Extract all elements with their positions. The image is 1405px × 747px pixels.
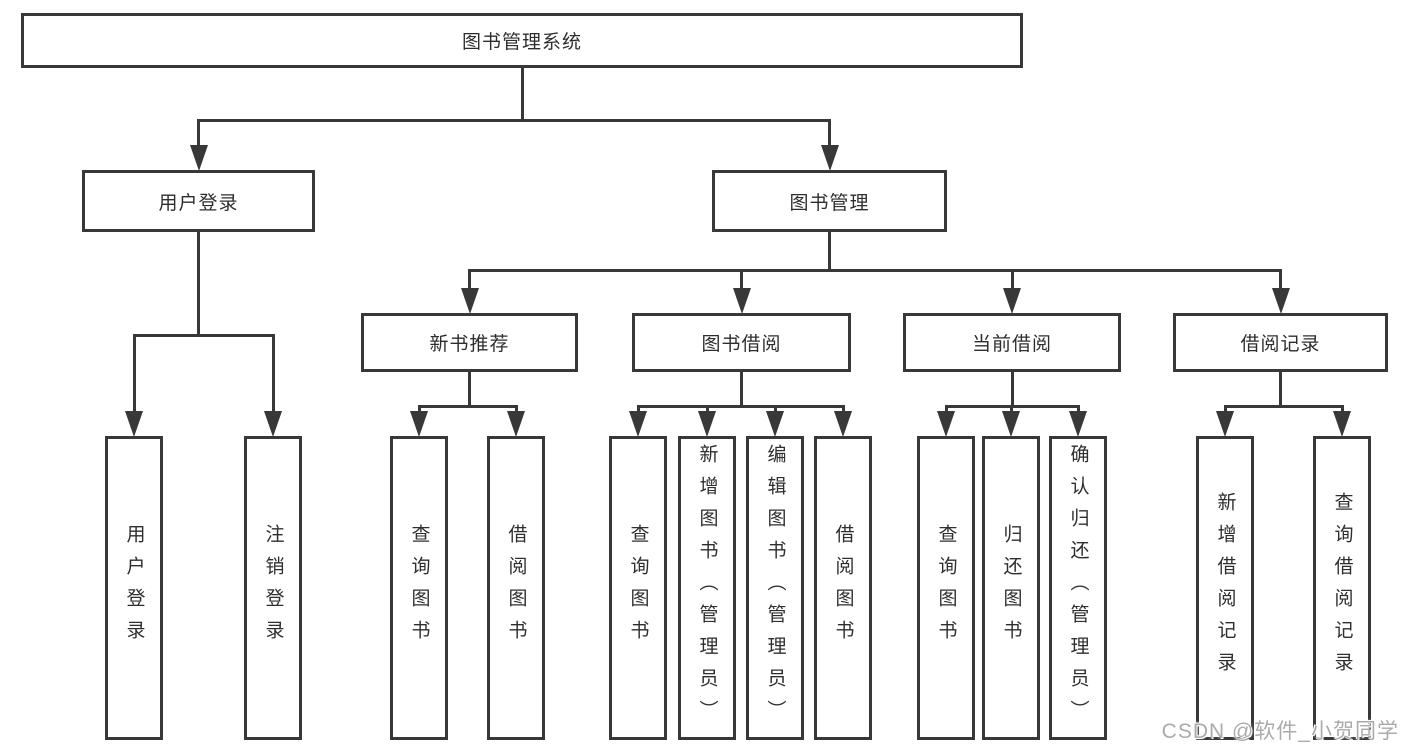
node-label: 图书管理: [789, 192, 870, 214]
node-label: 新增图书（管理员）: [696, 444, 718, 732]
connector-line: [1009, 406, 1013, 414]
node-label: 用户登录: [123, 524, 145, 652]
connector-line: [1279, 372, 1282, 406]
arrow-down-icon: [732, 288, 751, 314]
watermark-text: CSDN @软件_小贺同学: [1161, 720, 1399, 743]
node-leaf-borrow-book-1: 借阅图书: [487, 436, 545, 740]
arrow-down-icon: [834, 411, 852, 437]
connector-line: [740, 372, 743, 406]
connector-line: [417, 406, 421, 414]
node-leaf-add-borrow-record: 新增借阅记录: [1196, 436, 1254, 740]
node-label: 图书借阅: [701, 334, 782, 355]
node-leaf-edit-book: 编辑图书（管理员）: [746, 436, 804, 740]
arrow-down-icon: [410, 411, 428, 437]
arrow-down-icon: [125, 411, 143, 437]
node-label: 确认归还（管理员）: [1067, 444, 1089, 732]
connector-line: [1076, 406, 1080, 414]
connector-line: [1340, 406, 1344, 414]
arrow-down-icon: [1002, 411, 1020, 437]
arrow-down-icon: [766, 411, 784, 437]
node-label: 编辑图书（管理员）: [764, 444, 786, 732]
arrow-down-icon: [189, 145, 208, 171]
arrow-down-icon: [937, 411, 955, 437]
node-leaf-query-book-1: 查询图书: [390, 436, 448, 740]
connector-line: [468, 372, 471, 406]
connector-line: [514, 406, 518, 414]
connector-line: [132, 335, 136, 414]
connector-line: [1279, 270, 1282, 291]
node-label: 当前借阅: [971, 334, 1052, 355]
node-label: 归还图书: [1000, 524, 1022, 652]
node-borrow-records: 借阅记录: [1173, 313, 1388, 372]
arrow-down-icon: [629, 411, 647, 437]
node-leaf-user-login: 用户登录: [105, 436, 163, 740]
node-book-borrow: 图书借阅: [632, 313, 851, 372]
node-leaf-add-book: 新增图书（管理员）: [678, 436, 736, 740]
arrow-down-icon: [820, 145, 839, 171]
arrow-down-icon: [1069, 411, 1087, 437]
node-book-mgmt: 图书管理: [712, 170, 947, 232]
connector-line: [740, 270, 743, 291]
node-label: 查询图书: [935, 524, 957, 652]
node-current-borrow: 当前借阅: [903, 313, 1121, 372]
connector-line: [271, 335, 275, 414]
arrow-down-icon: [460, 288, 479, 314]
node-leaf-query-book-3: 查询图书: [917, 436, 975, 740]
connector-line: [841, 406, 845, 414]
node-label: 借阅图书: [505, 524, 527, 652]
node-leaf-borrow-book-2: 借阅图书: [814, 436, 872, 740]
connector-line: [636, 404, 845, 408]
node-label: 注销登录: [262, 524, 284, 652]
connector-line: [828, 120, 831, 148]
connector-line: [636, 406, 640, 414]
node-label: 新书推荐: [429, 334, 510, 355]
connector-line: [1010, 372, 1014, 406]
node-leaf-logout: 注销登录: [244, 436, 302, 740]
node-label: 查询图书: [627, 524, 649, 652]
connector-line: [1223, 404, 1344, 408]
arrow-down-icon: [264, 411, 282, 437]
connector-line: [417, 404, 518, 408]
connector-line: [197, 232, 200, 335]
node-label: 查询图书: [408, 524, 430, 652]
node-label: 新增借阅记录: [1214, 492, 1236, 684]
node-label: 用户登录: [158, 192, 239, 214]
arrow-down-icon: [1003, 288, 1021, 314]
node-label: 借阅记录: [1240, 334, 1321, 355]
node-leaf-return-book: 归还图书: [982, 436, 1040, 740]
node-label: 图书管理系统: [461, 32, 582, 53]
connector-line: [705, 406, 709, 414]
connector-line: [1010, 270, 1014, 291]
connector-line: [944, 406, 948, 414]
connector-line: [197, 118, 831, 122]
connector-line: [828, 232, 831, 270]
connector-line: [520, 68, 524, 120]
node-label: 查询借阅记录: [1331, 492, 1353, 684]
arrow-down-icon: [1271, 288, 1290, 314]
connector-line: [468, 270, 471, 291]
connector-line: [1223, 406, 1227, 414]
arrow-down-icon: [1216, 411, 1234, 437]
node-leaf-query-borrow-record: 查询借阅记录: [1313, 436, 1371, 740]
connector-line: [468, 268, 1282, 272]
node-leaf-query-book-2: 查询图书: [609, 436, 667, 740]
arrow-down-icon: [698, 411, 716, 437]
connector-line: [773, 406, 777, 414]
node-label: 借阅图书: [832, 524, 854, 652]
node-new-book-rec: 新书推荐: [361, 313, 578, 372]
connector-line: [132, 333, 275, 337]
node-root: 图书管理系统: [21, 13, 1023, 68]
connector-line: [197, 120, 200, 148]
node-leaf-confirm-return: 确认归还（管理员）: [1049, 436, 1107, 740]
arrow-down-icon: [1333, 411, 1351, 437]
arrow-down-icon: [507, 411, 525, 437]
node-user-login: 用户登录: [82, 170, 315, 232]
